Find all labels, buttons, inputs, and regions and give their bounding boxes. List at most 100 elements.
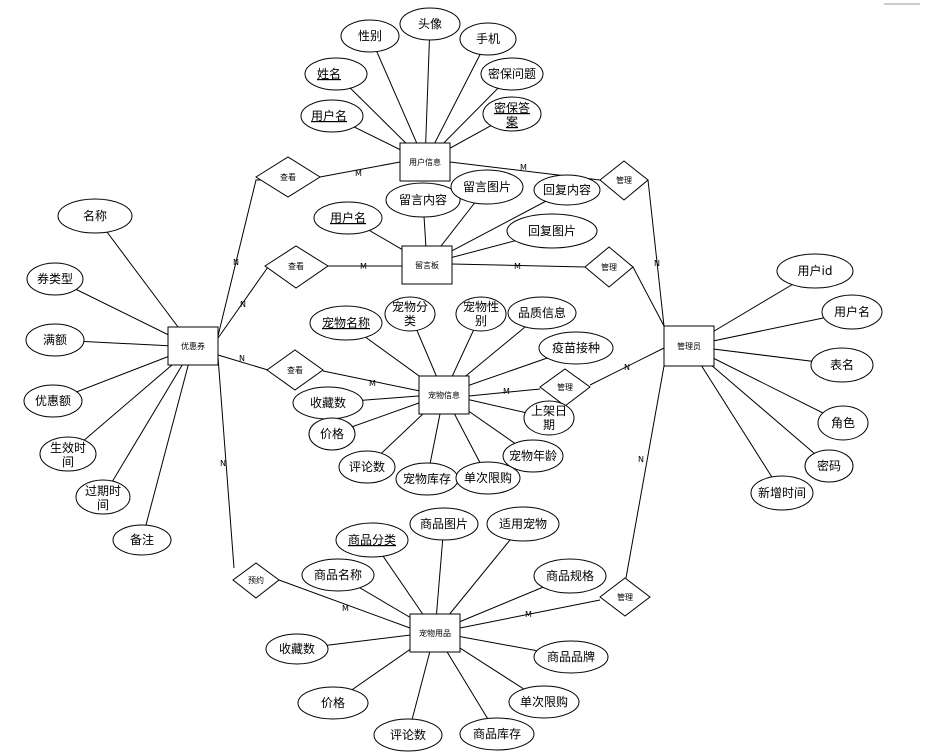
attribute-ellipse [384,296,436,332]
attribute-ellipse [373,718,443,752]
attribute-ellipse [480,57,544,91]
attribute-role: 角色 [831,416,855,430]
attribute-ellipse [112,524,172,556]
cardinality-label: M [342,604,349,613]
attribute-ellipse [301,558,375,592]
attribute-supply-stock: 商品库存 [473,726,521,741]
entity-label: 优惠券 [181,341,205,351]
attribute-security-question: 密保问题 [488,66,536,81]
attribute-expire-time-line2: 间 [97,498,109,512]
attribute-ellipse [502,439,564,473]
attribute-ellipse [538,331,614,365]
entity-user-info: 用户信息 [399,142,451,182]
attributes-pet-supplies [265,506,609,752]
attribute-price: 价格 [320,426,344,441]
attribute-ellipse [508,685,580,719]
attribute-ellipse [313,201,383,235]
attribute-image: 留言图片 [463,180,511,194]
attribute-ellipse [507,296,577,330]
relationship-view-message: 查看 [264,245,329,289]
attribute-ellipse [25,323,85,357]
cardinality-label: M [520,163,527,172]
attribute-ellipse [506,213,598,249]
attribute-stock: 宠物库存 [403,471,451,486]
attribute-ellipse [533,174,601,206]
attribute-ellipse [750,475,814,511]
cardinality-label: M [360,262,367,271]
attribute-ellipse [297,686,369,720]
relationship-manage-pet: 管理 [539,368,591,407]
attribute-supply-favorites: 收藏数 [279,641,315,656]
cardinality-label: M [525,610,532,619]
cardinality-label: M [369,379,376,388]
entity-coupon: 优惠券 [167,326,219,366]
cardinality-label: N [240,300,246,309]
attribute-ellipse [533,640,609,674]
attribute-table-name: 表名 [830,357,854,372]
cardinality-label: M [503,387,510,396]
entity-label: 管理员 [677,341,701,351]
attribute-ellipse [308,417,356,451]
relationship-manage-supplies: 管理 [599,577,651,617]
entity-pet-supplies: 宠物用品 [409,613,461,653]
attribute-ellipse [23,384,83,418]
attribute-security-answer-line2: 案 [506,114,518,129]
attributes-pet-info [292,296,614,496]
cardinality-label: N [233,258,239,267]
relationship-reserve: 预约 [232,562,280,599]
attribute-threshold: 满额 [43,333,67,347]
attribute-supply-spec: 商品规格 [546,568,594,583]
attribute-coupon-type: 券类型 [37,271,73,286]
entity-label: 用户信息 [409,157,441,167]
attributes-message-board [313,169,601,249]
attribute-effective-time-line2: 间 [62,455,74,469]
attribute-pet-age: 宠物年龄 [509,448,557,463]
attributes-coupon [23,198,172,556]
attribute-effective-time: 生效时 [50,440,86,455]
attribute-expire-time: 过期时 [85,484,121,498]
attribute-supply-purchase-limit: 单次限购 [520,694,568,709]
attribute-ellipse [821,294,883,330]
attribute-ellipse [338,450,396,484]
attribute-supply-image: 商品图片 [420,516,468,531]
attribute-security-answer: 密保答 [494,100,530,115]
attribute-coupon-name: 名称 [83,208,107,223]
attribute-supply-brand: 商品品牌 [547,649,595,664]
attribute-ellipse [409,507,479,541]
relationship-label: 预约 [248,575,264,585]
relationship-label: 查看 [280,172,296,182]
attribute-supply-name: 商品名称 [314,567,362,582]
attribute-user-id: 用户id [798,263,833,278]
entity-label: 留言板 [415,260,439,270]
entity-label: 宠物用品 [419,628,451,638]
attribute-ellipse [26,262,84,296]
entity-label: 宠物信息 [428,390,460,400]
attribute-pet-category-line2: 类 [404,314,416,328]
attribute-ellipse [817,405,869,441]
attribute-ellipse [455,461,521,495]
relationship-label: 查看 [288,261,304,271]
attribute-name: 姓名 [317,66,341,81]
attribute-reply-content: 回复内容 [543,182,591,197]
relationship-label: 管理 [616,175,632,185]
relationship-label: 管理 [617,592,633,602]
attribute-username: 用户名 [311,108,347,123]
attribute-ellipse [57,198,133,234]
attribute-phone: 手机 [476,32,500,46]
cardinality-label: M [355,169,362,178]
attribute-ellipse [523,400,575,436]
attribute-ellipse [459,22,517,56]
attribute-ellipse [304,57,368,91]
attribute-pet-gender: 宠物性 [463,299,499,314]
attribute-quality: 品质信息 [518,305,566,320]
attribute-ellipse [385,182,461,218]
attributes-admin [750,253,883,511]
attribute-ellipse [309,305,383,341]
attribute-favorites: 收藏数 [310,395,346,410]
cardinality-label: N [638,455,644,464]
relationship-label: 管理 [601,262,617,272]
attribute-listing-date: 上架日 [531,404,567,418]
attribute-ellipse [450,169,524,205]
attribute-content: 留言内容 [399,192,447,207]
